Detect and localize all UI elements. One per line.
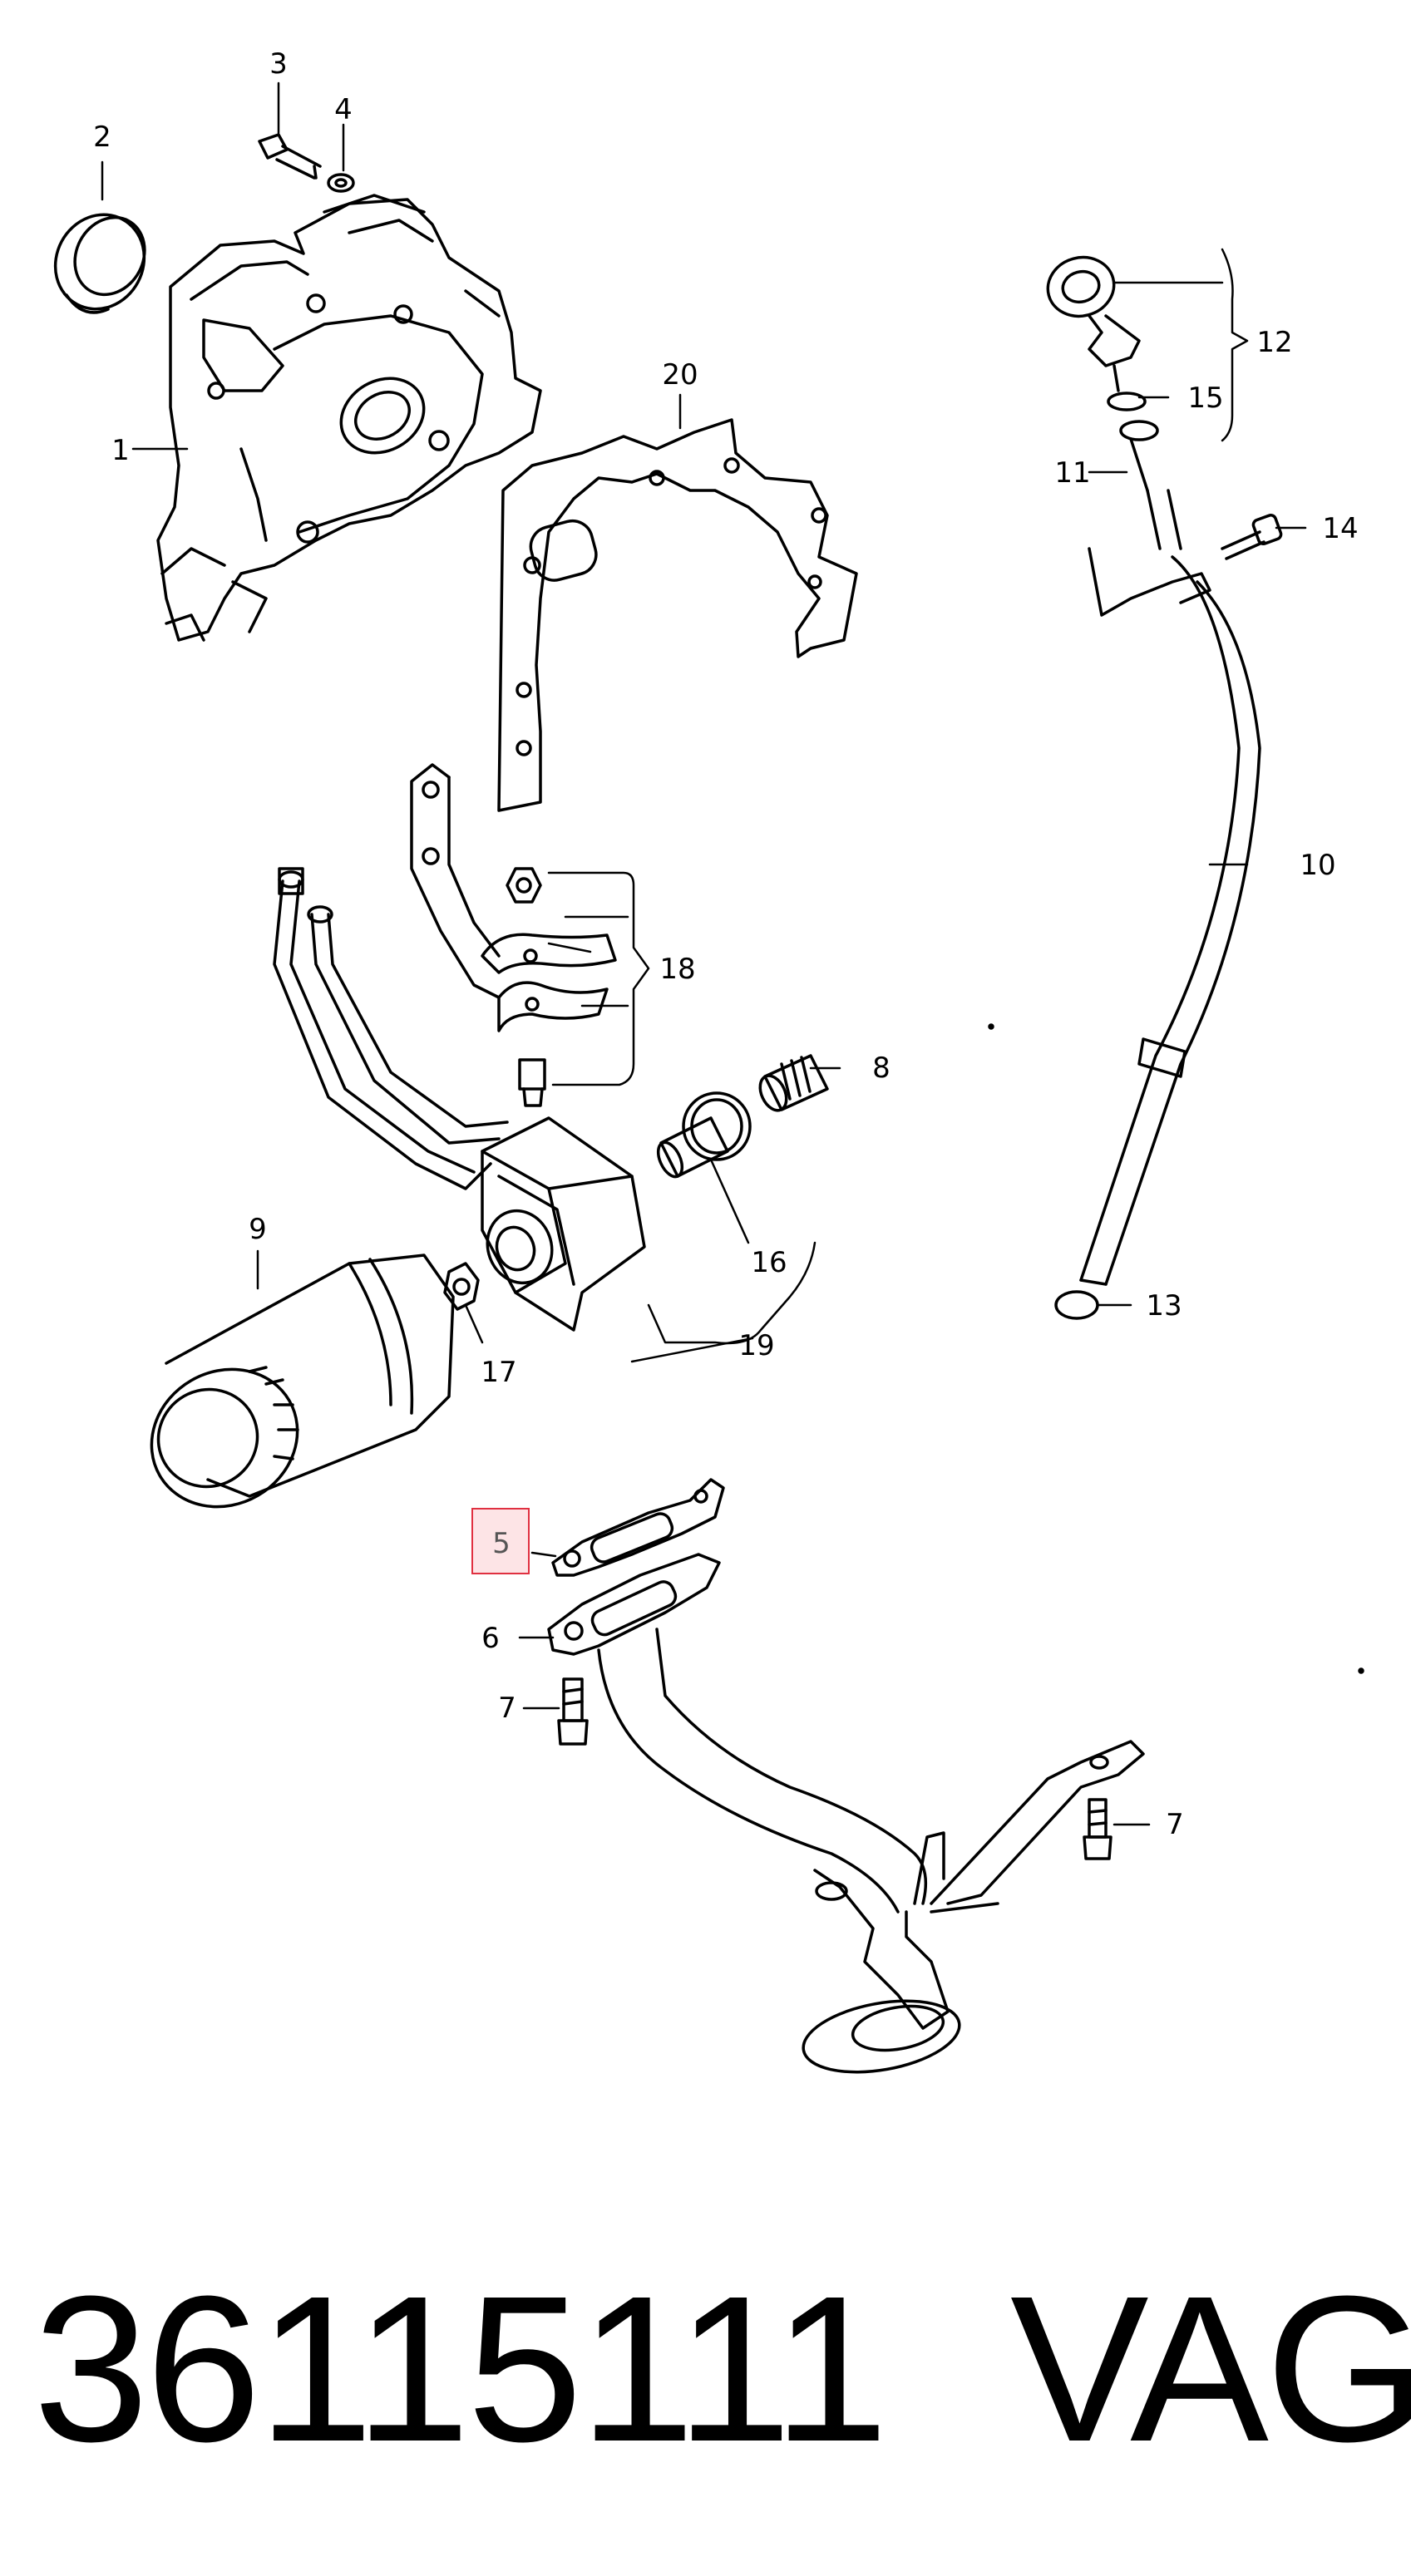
callout-19[interactable]: 19 <box>738 1329 774 1362</box>
oil-filter-part-9 <box>150 1254 455 1509</box>
bracket-part-18 <box>410 763 501 999</box>
timing-cover-gasket-part <box>497 418 858 812</box>
nut-part-17 <box>443 1262 480 1311</box>
callout-2[interactable]: 2 <box>93 121 111 154</box>
bolt-part-3 <box>258 133 322 180</box>
callout-7-left[interactable]: 7 <box>498 1692 516 1725</box>
callout-18[interactable]: 18 <box>659 953 695 986</box>
oil-cooler-pipes <box>273 867 509 1190</box>
callout-13[interactable]: 13 <box>1146 1289 1182 1322</box>
callout-6[interactable]: 6 <box>481 1622 500 1655</box>
callout-8[interactable]: 8 <box>872 1052 891 1085</box>
callout-5[interactable]: 5 <box>492 1527 511 1560</box>
callout-17[interactable]: 17 <box>481 1356 516 1389</box>
threaded-connector-part-16 <box>656 1091 752 1179</box>
callout-11[interactable]: 11 <box>1054 456 1090 490</box>
dipstick-handle-part-12 <box>1046 255 1182 550</box>
callout-9[interactable]: 9 <box>249 1213 267 1246</box>
callout-4[interactable]: 4 <box>334 93 353 126</box>
dipstick-tube-part-10 <box>1079 547 1261 1286</box>
bolt-part-14 <box>1221 514 1283 560</box>
callout-10[interactable]: 10 <box>1300 849 1335 882</box>
bolt-part-7-right <box>1083 1798 1113 1860</box>
o-ring-part-13 <box>1054 1290 1099 1320</box>
oil-cooler-part-19 <box>481 1116 646 1332</box>
callout-16[interactable]: 16 <box>751 1246 787 1279</box>
hollow-bolt-part-8 <box>758 1054 829 1112</box>
seal-ring-part <box>53 213 146 314</box>
callout-20[interactable]: 20 <box>662 358 698 392</box>
clamp-assembly-part-18 <box>481 867 617 1107</box>
callout-3[interactable]: 3 <box>269 47 288 81</box>
callout-14[interactable]: 14 <box>1322 512 1358 545</box>
oil-pump-housing-part <box>156 194 542 642</box>
bolt-part-7-left <box>557 1677 589 1746</box>
callout-12[interactable]: 12 <box>1256 326 1292 359</box>
highlight-box <box>471 1508 530 1574</box>
callout-15[interactable]: 15 <box>1187 382 1223 415</box>
part-number: 36115111 <box>33 2253 889 2485</box>
oil-pickup-gasket-part-5 <box>551 1478 725 1577</box>
callout-1[interactable]: 1 <box>111 434 130 467</box>
callout-7-right[interactable]: 7 <box>1166 1808 1184 1841</box>
leader-lines <box>101 81 1307 1826</box>
oil-pickup-tube-part-6 <box>547 1553 1145 2074</box>
washer-part-4 <box>327 173 355 193</box>
brand-name: VAG <box>1010 2253 1411 2485</box>
